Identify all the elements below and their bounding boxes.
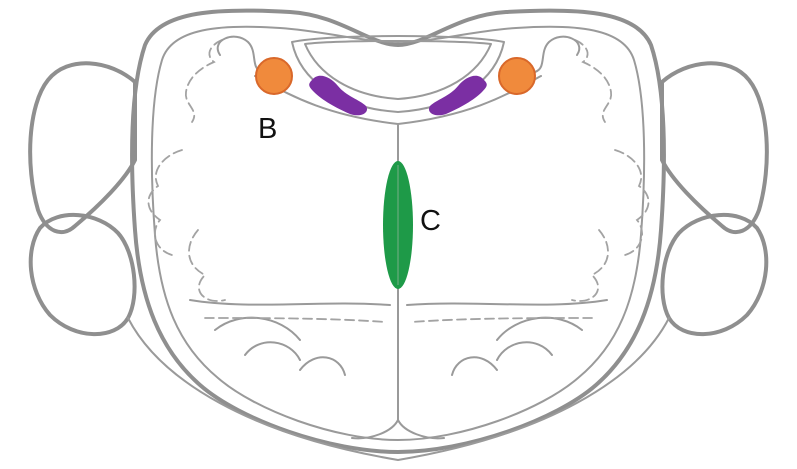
left-outer-lobe-lower — [31, 215, 135, 334]
ventricle-floor-outline — [255, 76, 541, 124]
left-fiber-dashes-lower — [189, 230, 225, 301]
fourth-ventricle-outline — [292, 36, 504, 112]
left-pontine-curves — [190, 300, 390, 375]
left-nucleus-b — [256, 58, 292, 94]
label-b: B — [258, 113, 277, 145]
right-curl-outline — [535, 37, 579, 72]
left-curl-outline — [218, 37, 262, 72]
right-fiber-dashes-upper — [575, 40, 611, 122]
label-c: C — [420, 205, 441, 237]
left-fiber-dashes-upper — [186, 40, 222, 122]
left-outer-lobe-upper — [30, 63, 135, 232]
right-pontine-curves — [407, 300, 607, 375]
right-fiber-dashes-lower — [572, 230, 608, 301]
right-outer-lobe-upper — [662, 63, 767, 232]
right-outer-lobe-lower — [662, 215, 766, 334]
right-nucleus-b — [499, 58, 535, 94]
